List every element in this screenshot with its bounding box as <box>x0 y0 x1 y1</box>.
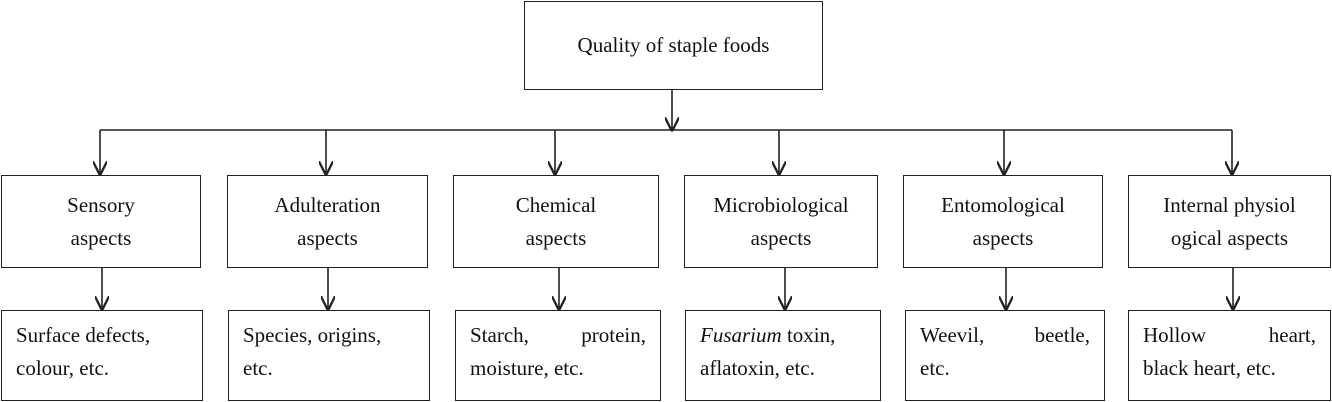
category-label: ogical aspects <box>1170 225 1289 250</box>
example-text: etc. <box>243 356 273 380</box>
example-text: Hollow heart, <box>1143 323 1316 347</box>
example-text: colour, etc. <box>16 356 110 380</box>
example-text: Species, origins, <box>243 323 382 347</box>
category-sensory: Sensory aspects <box>1 175 201 268</box>
example-text: Surface defects, <box>16 323 151 347</box>
example-text: black heart, etc. <box>1143 356 1276 380</box>
category-label: aspects <box>972 225 1034 250</box>
root-node: Quality of staple foods <box>524 1 823 90</box>
category-chemical: Chemical aspects <box>453 175 659 268</box>
example-text: etc. <box>920 356 950 380</box>
category-label: Entomological <box>941 192 1065 217</box>
category-microbiological: Microbiological aspects <box>684 175 878 268</box>
category-adulteration: Adulteration aspects <box>227 175 428 268</box>
category-label: Microbiological <box>713 192 849 217</box>
examples-chemical: Starch, protein, moisture, etc. <box>455 310 661 401</box>
examples-sensory: Surface defects, colour, etc. <box>1 310 203 401</box>
example-text: aflatoxin, etc. <box>700 356 815 380</box>
category-label: Sensory <box>67 192 135 217</box>
example-text: Starch, protein, <box>470 323 646 347</box>
example-text: toxin, <box>781 323 836 347</box>
example-text-italic: Fusarium <box>700 323 782 347</box>
category-label: aspects <box>297 225 358 250</box>
examples-entomological: Weevil, beetle, etc. <box>905 310 1105 401</box>
root-label: Quality of staple foods <box>577 33 770 57</box>
category-label: aspects <box>70 225 132 250</box>
examples-microbiological: Fusarium toxin, aflatoxin, etc. <box>685 310 881 401</box>
category-label: Adulteration <box>274 192 381 217</box>
category-internal-physiological: Internal physiol ogical aspects <box>1128 175 1331 268</box>
category-label: aspects <box>750 225 812 250</box>
category-label: aspects <box>525 225 587 250</box>
category-entomological: Entomological aspects <box>903 175 1103 268</box>
category-label: Internal physiol <box>1163 192 1296 217</box>
example-text: Weevil, beetle, <box>920 323 1090 347</box>
example-text: moisture, etc. <box>470 356 584 380</box>
examples-adulteration: Species, origins, etc. <box>228 310 430 401</box>
examples-internal-physiological: Hollow heart, black heart, etc. <box>1128 310 1331 401</box>
category-label: Chemical <box>515 192 597 217</box>
